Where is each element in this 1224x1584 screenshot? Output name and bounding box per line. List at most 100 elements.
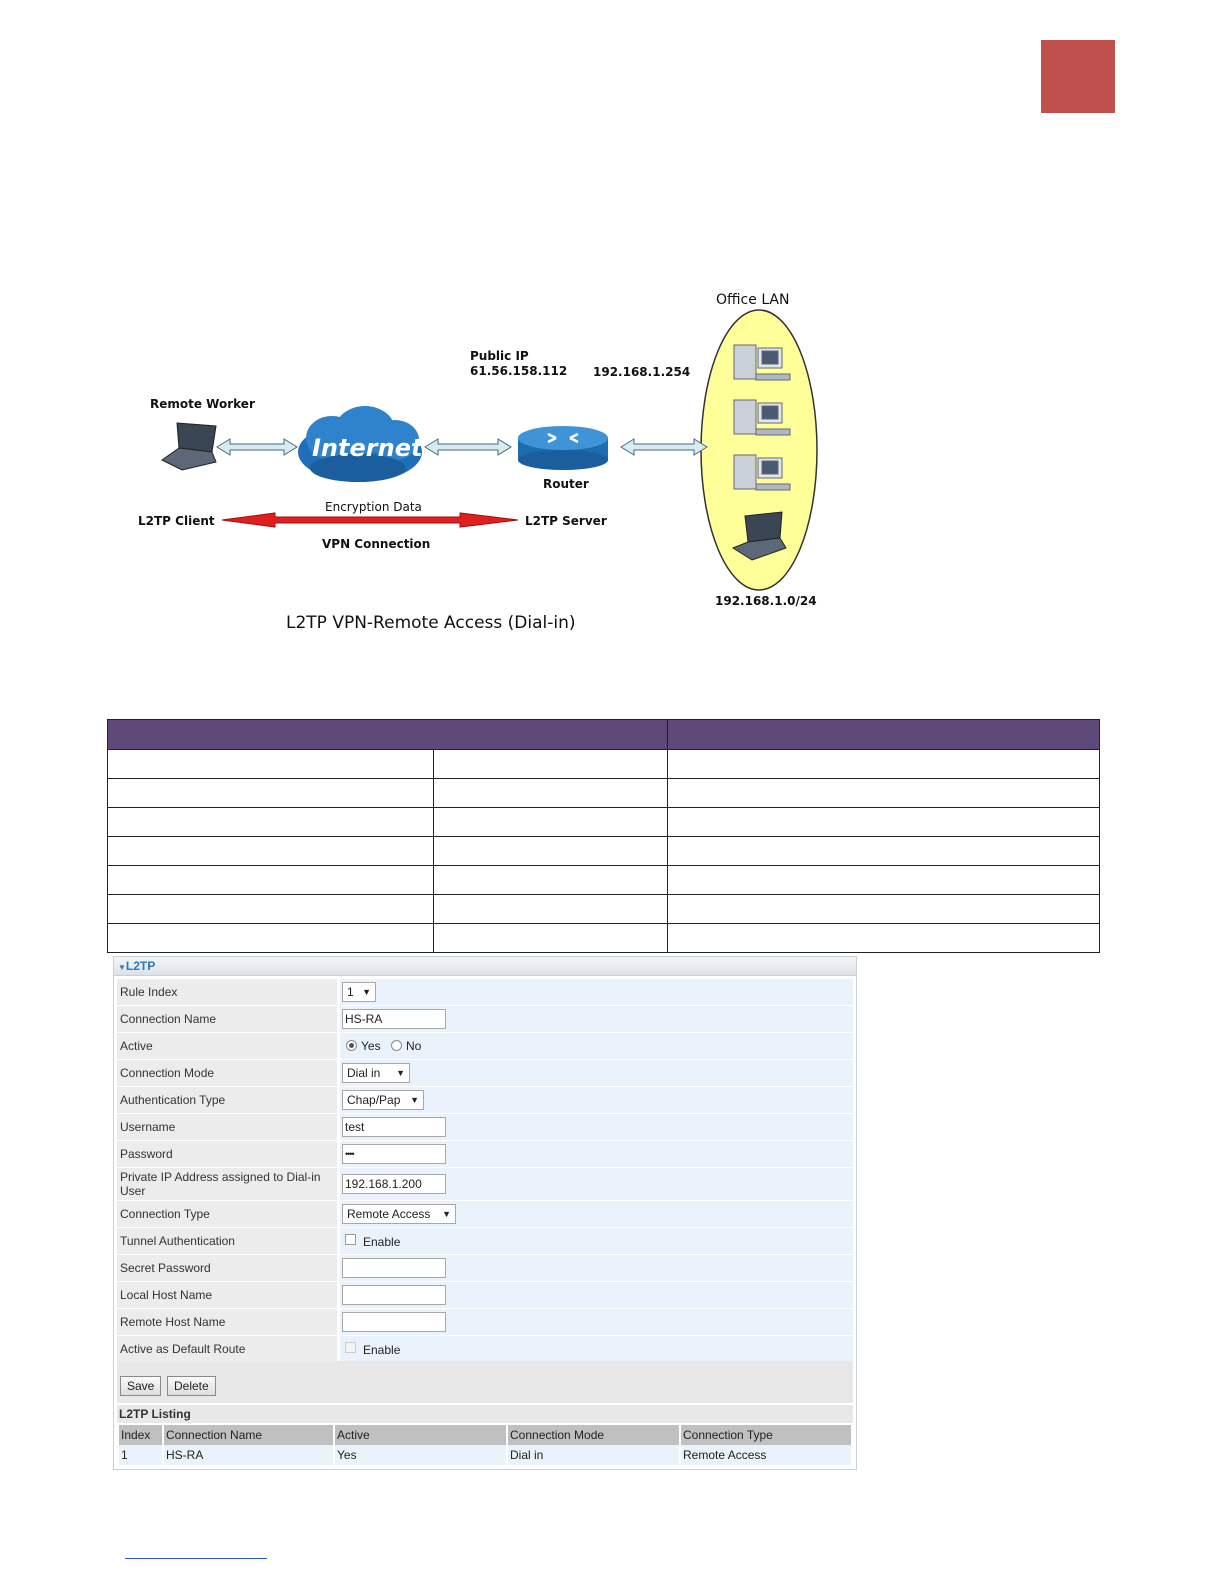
connection-mode-select[interactable]: Dial in▼ <box>342 1063 410 1083</box>
listing-title: L2TP Listing <box>117 1405 853 1423</box>
field-label: Connection Mode <box>117 1060 337 1086</box>
dropdown-arrow-icon: ▼ <box>396 1068 405 1078</box>
connection-name-input[interactable]: HS-RA <box>342 1009 446 1029</box>
connection-name-row: Connection Name HS-RA <box>117 1006 853 1032</box>
table-row <box>107 807 1100 837</box>
rule-index-row: Rule Index 1▼ <box>117 979 853 1005</box>
secret-password-row: Secret Password <box>117 1255 853 1281</box>
rule-index-select[interactable]: 1▼ <box>342 982 376 1002</box>
private-ip-input[interactable]: 192.168.1.200 <box>342 1174 446 1194</box>
collapse-triangle-icon: ▼ <box>118 963 126 972</box>
active-no-radio[interactable] <box>391 1040 402 1051</box>
l2tp-listing-table: Index Connection Name Active Connection … <box>117 1425 853 1465</box>
field-label: Tunnel Authentication <box>117 1228 337 1254</box>
field-label: Private IP Address assigned to Dial-in U… <box>117 1168 337 1200</box>
column-header: Index <box>119 1425 162 1445</box>
router-ip-label: 192.168.1.254 <box>593 365 691 379</box>
local-host-input[interactable] <box>342 1285 446 1305</box>
internet-label: Internet <box>312 434 423 462</box>
local-host-row: Local Host Name <box>117 1282 853 1308</box>
checkbox-label: Enable <box>363 1343 401 1357</box>
network-diagram: Office LAN Public IP 61.56.158.112 192.1… <box>0 280 1224 650</box>
diagram-graphics <box>161 309 818 591</box>
radio-label: No <box>406 1039 422 1053</box>
vpn-connection-arrow <box>221 512 519 528</box>
button-row: Save Delete <box>117 1361 853 1403</box>
active-row: Active Yes No <box>117 1033 853 1059</box>
laptop-icon <box>731 511 787 561</box>
table-header-cell <box>667 719 1100 750</box>
tunnel-auth-checkbox[interactable] <box>345 1234 356 1245</box>
corner-accent-box <box>1041 40 1115 113</box>
active-yes-radio[interactable] <box>346 1040 357 1051</box>
remote-host-row: Remote Host Name <box>117 1309 853 1335</box>
cell-connection-type: Remote Access <box>681 1445 851 1465</box>
save-button[interactable]: Save <box>120 1376 162 1396</box>
column-header: Connection Name <box>164 1425 333 1445</box>
office-lan-label: Office LAN <box>716 292 790 308</box>
dropdown-arrow-icon: ▼ <box>442 1209 451 1219</box>
cell-active: Yes <box>335 1445 506 1465</box>
secret-password-input[interactable] <box>342 1258 446 1278</box>
router-icon <box>518 426 608 470</box>
field-label: Connection Name <box>117 1006 337 1032</box>
private-ip-row: Private IP Address assigned to Dial-in U… <box>117 1168 853 1200</box>
checkbox-label: Enable <box>363 1235 401 1249</box>
vpn-connection-label: VPN Connection <box>322 537 431 551</box>
cell-index: 1 <box>119 1445 162 1465</box>
username-row: Username test <box>117 1114 853 1140</box>
tunnel-auth-row: Tunnel Authentication Enable <box>117 1228 853 1254</box>
column-header: Connection Mode <box>508 1425 679 1445</box>
table-row <box>107 894 1100 924</box>
field-label: Username <box>117 1114 337 1140</box>
field-label: Rule Index <box>117 979 337 1005</box>
remote-host-input[interactable] <box>342 1312 446 1332</box>
pc-icon <box>733 399 791 436</box>
field-label: Authentication Type <box>117 1087 337 1113</box>
panel-header[interactable]: ▼L2TP <box>114 957 856 976</box>
table-row <box>107 836 1100 866</box>
field-label: Active as Default Route <box>117 1336 337 1362</box>
table-row <box>107 923 1100 953</box>
username-input[interactable]: test <box>342 1117 446 1137</box>
column-header: Active <box>335 1425 506 1445</box>
field-label: Local Host Name <box>117 1282 337 1308</box>
cell-connection-mode: Dial in <box>508 1445 679 1465</box>
table-header-cell <box>107 719 668 750</box>
link-arrows <box>216 438 708 456</box>
field-label: Password <box>117 1141 337 1167</box>
default-route-row: Active as Default Route Enable <box>117 1336 853 1362</box>
listing-header-row: Index Connection Name Active Connection … <box>119 1425 851 1445</box>
remote-laptop-icon <box>161 422 217 471</box>
authentication-type-row: Authentication Type Chap/Pap▼ <box>117 1087 853 1113</box>
radio-label: Yes <box>361 1039 381 1053</box>
panel-title: L2TP <box>125 959 156 973</box>
password-input[interactable]: •••• <box>342 1144 446 1164</box>
dropdown-arrow-icon: ▼ <box>362 987 371 997</box>
table-header-row <box>107 719 1100 750</box>
subnet-label: 192.168.1.0/24 <box>715 594 817 608</box>
default-route-checkbox[interactable] <box>345 1342 356 1353</box>
router-label: Router <box>543 477 589 491</box>
cell-connection-name: HS-RA <box>164 1445 333 1465</box>
pc-icon <box>733 344 791 381</box>
field-label: Active <box>117 1033 337 1059</box>
footer-link-underline[interactable] <box>125 1558 267 1559</box>
connection-type-select[interactable]: Remote Access▼ <box>342 1204 456 1224</box>
password-row: Password •••• <box>117 1141 853 1167</box>
parameter-table <box>107 719 1100 953</box>
remote-worker-label: Remote Worker <box>150 397 255 411</box>
table-row <box>107 865 1100 895</box>
table-row[interactable]: 1 HS-RA Yes Dial in Remote Access <box>119 1445 851 1465</box>
table-row <box>107 778 1100 808</box>
field-label: Remote Host Name <box>117 1309 337 1335</box>
pc-icon <box>733 454 791 491</box>
connection-type-row: Connection Type Remote Access▼ <box>117 1201 853 1227</box>
diagram-caption: L2TP VPN-Remote Access (Dial-in) <box>286 613 576 633</box>
connection-mode-row: Connection Mode Dial in▼ <box>117 1060 853 1086</box>
authentication-type-select[interactable]: Chap/Pap▼ <box>342 1090 424 1110</box>
field-label: Secret Password <box>117 1255 337 1281</box>
delete-button[interactable]: Delete <box>167 1376 216 1396</box>
dropdown-arrow-icon: ▼ <box>410 1095 419 1105</box>
public-ip-value: 61.56.158.112 <box>470 364 568 378</box>
